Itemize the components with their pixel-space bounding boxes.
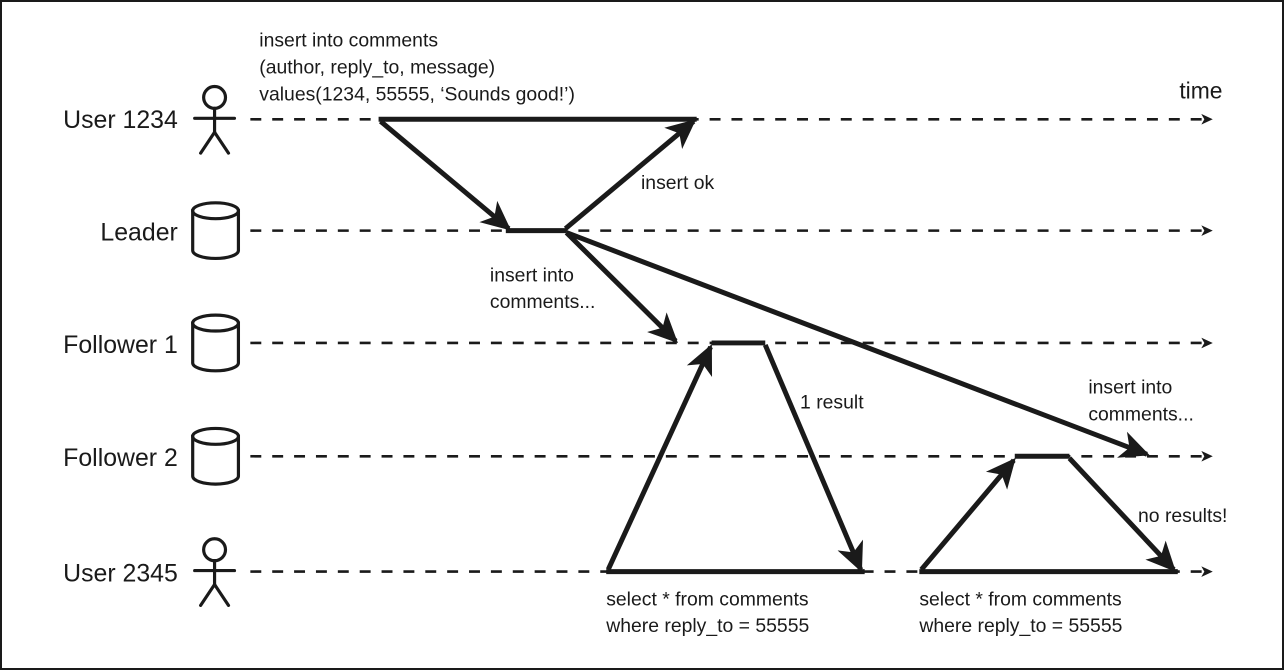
actor-label-user2345: User 2345 bbox=[63, 561, 178, 588]
message-arrow-insert-ok bbox=[563, 119, 697, 231]
database-cylinder-icon-follower2 bbox=[191, 426, 241, 486]
message-arrow-insert-request bbox=[378, 119, 512, 231]
database-cylinder-icon-follower1 bbox=[191, 313, 241, 373]
message-label-replicate-f1-line2: comments... bbox=[490, 291, 596, 313]
actor-label-follower2: Follower 2 bbox=[63, 445, 178, 472]
message-label-select-query2-line2: where reply_to = 55555 bbox=[918, 615, 1122, 637]
actor-person-icon-user1234 bbox=[193, 84, 237, 155]
message-label-select-query2-line1: select * from comments bbox=[919, 588, 1121, 610]
message-label-no-results: no results! bbox=[1138, 505, 1227, 527]
message-label-select-query1-line2: where reply_to = 55555 bbox=[605, 615, 809, 637]
message-arrow-replicate-follower2 bbox=[565, 230, 1150, 458]
actor-label-leader: Leader bbox=[100, 220, 177, 247]
message-label-replicate-f2-line1: insert into bbox=[1088, 377, 1172, 399]
message-label-replicate-f1-line1: insert into bbox=[490, 264, 574, 286]
time-axis-label: time bbox=[1179, 77, 1222, 103]
message-arrow-replicate-follower1 bbox=[564, 230, 678, 344]
message-label-insert-statement-line3: values(1234, 55555, ‘Sounds good!’) bbox=[259, 83, 575, 105]
message-label-select-query1-line1: select * from comments bbox=[606, 588, 808, 610]
message-label-insert-statement-line2: (author, reply_to, message) bbox=[259, 57, 495, 79]
actor-person-icon-user2345 bbox=[193, 537, 237, 607]
message-arrow-one-result bbox=[762, 343, 864, 573]
message-label-insert-ok: insert ok bbox=[641, 172, 715, 194]
message-labels-group: time insert into comments (author, reply… bbox=[259, 30, 1227, 637]
message-arrows-group bbox=[378, 119, 1176, 573]
actor-icons-group bbox=[191, 84, 241, 607]
database-cylinder-icon-leader bbox=[191, 201, 241, 261]
message-arrow-no-results bbox=[1067, 456, 1176, 572]
actor-label-follower1: Follower 1 bbox=[63, 332, 178, 359]
actor-label-user1234: User 1234 bbox=[63, 107, 178, 134]
message-label-replicate-f2-line2: comments... bbox=[1088, 403, 1194, 425]
message-arrow-select-follower2 bbox=[919, 457, 1016, 572]
message-arrow-select-follower1 bbox=[605, 344, 713, 571]
activation-bars-group bbox=[378, 116, 1178, 575]
message-label-one-result: 1 result bbox=[800, 392, 864, 414]
message-label-insert-statement-line1: insert into comments bbox=[259, 30, 438, 52]
actor-labels-group: User 1234 Leader Follower 1 Follower 2 U… bbox=[63, 107, 178, 587]
